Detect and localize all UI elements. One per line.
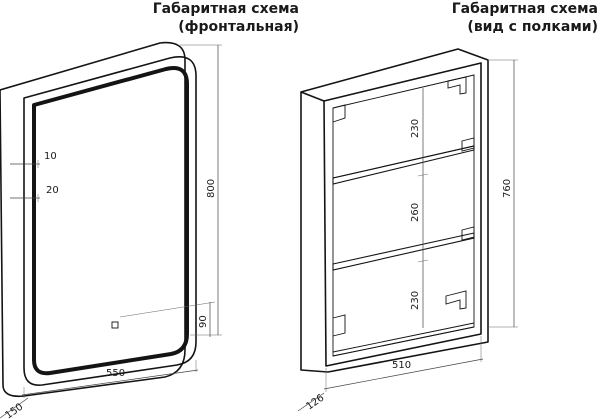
dim-shelves-section-bottom: 230	[410, 291, 421, 310]
shelves-view-title: Габаритная схема (вид с полками)	[452, 0, 598, 36]
dim-front-width: 550	[106, 368, 125, 379]
shelf-bracket-low-right	[461, 226, 475, 241]
glass-shelf-top	[332, 145, 475, 185]
shelf-bracket-bottom-right	[445, 290, 467, 310]
dim-front-offset-mid: 20	[46, 185, 59, 196]
shelves-title-line-2: (вид с полками)	[467, 19, 598, 35]
front-title-line-2: (фронтальная)	[178, 19, 299, 35]
shelves-title-line-1: Габаритная схема	[451, 1, 598, 17]
dim-shelves-height: 760	[502, 179, 513, 198]
shelves-cabinet	[300, 48, 489, 373]
shelf-bracket-mid-right	[461, 137, 475, 152]
front-view-title: Габаритная схема (фронтальная)	[153, 0, 299, 36]
dim-shelves-width: 510	[392, 360, 411, 371]
shelf-bracket-top-right	[447, 76, 467, 95]
front-door-outline	[23, 56, 197, 386]
glass-shelf-middle	[332, 232, 475, 271]
shelves-front-frame	[323, 62, 482, 367]
dim-front-height: 800	[206, 179, 217, 198]
shelves-cabinet-body	[300, 48, 489, 373]
dim-front-offset-top: 10	[44, 151, 57, 162]
dim-front-depth: 150	[3, 401, 25, 419]
touch-sensor-icon	[111, 321, 119, 329]
dim-shelves-section-top: 230	[410, 119, 421, 138]
shelf-bracket-bottom-left	[332, 314, 346, 337]
front-led-frame	[32, 66, 189, 376]
shelf-bracket-top-left	[332, 104, 346, 123]
shelves-back-panel	[332, 74, 475, 357]
front-cabinet-body	[0, 41, 186, 398]
dim-shelves-depth: 126	[304, 392, 326, 412]
shelves-dimensions: 230 260 230 760 510 126	[297, 59, 518, 412]
front-title-line-1: Габаритная схема	[152, 1, 299, 17]
front-cabinet	[0, 41, 197, 398]
dim-shelves-section-mid: 260	[410, 203, 421, 222]
dim-front-sensor-height: 90	[198, 315, 209, 328]
